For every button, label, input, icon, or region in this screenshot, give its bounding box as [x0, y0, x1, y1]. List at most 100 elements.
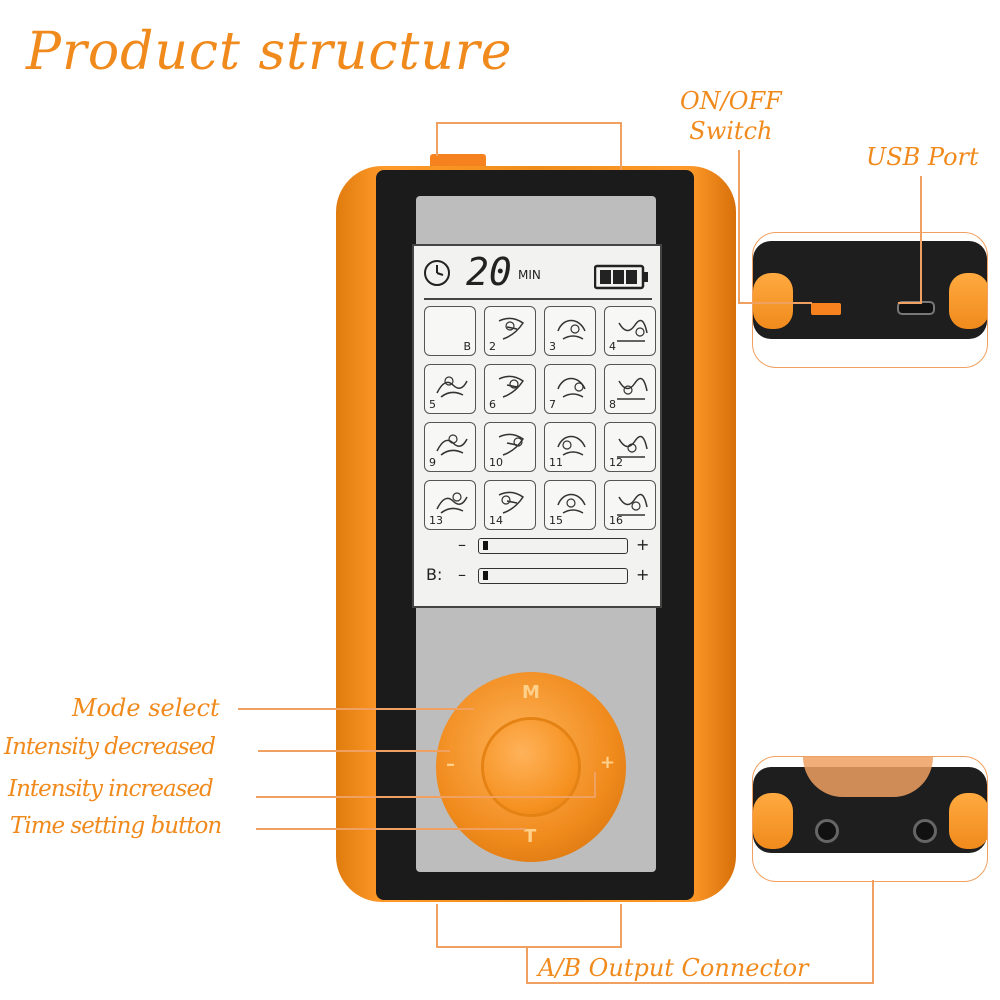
mode-cell-number: 2 — [489, 340, 496, 353]
inset-right-cap — [949, 273, 987, 329]
mode-cell: 5 — [424, 364, 476, 414]
mode-select-label: Mode select — [72, 694, 220, 722]
massage-mode-icon — [617, 493, 648, 516]
bar-b-plus: + — [636, 565, 650, 584]
massage-mode-icon — [436, 376, 468, 398]
mode-cell: 3 — [544, 306, 596, 356]
bar-a-fill — [483, 541, 488, 550]
output-callout-down — [526, 946, 528, 984]
center-button[interactable] — [484, 720, 578, 814]
mode-cell: 11 — [544, 422, 596, 472]
mode-cell: 12 — [604, 422, 656, 472]
usb-callout-h — [898, 302, 922, 304]
switch-callout-top — [436, 122, 622, 124]
inset-left-cap — [753, 273, 793, 329]
minus-key[interactable]: – — [446, 754, 455, 775]
increase-callout — [256, 796, 596, 798]
usb-inset — [752, 232, 988, 368]
lcd-divider — [424, 298, 652, 300]
output-callout-bottom — [526, 982, 874, 984]
mode-cell-number: B — [463, 340, 471, 353]
mode-cell: 13 — [424, 480, 476, 530]
massage-mode-icon — [498, 317, 525, 340]
usb-callout-v — [920, 176, 922, 304]
mode-cell-number: 13 — [429, 514, 443, 527]
bar-a-minus: – — [458, 535, 466, 554]
mode-cell-number: 6 — [489, 398, 496, 411]
output-callout-left — [436, 904, 438, 948]
usb-port-label: USB Port — [866, 143, 979, 171]
mode-cell: 15 — [544, 480, 596, 530]
massage-mode-icon — [617, 319, 648, 342]
massage-mode-icon — [617, 435, 648, 458]
massage-mode-icon — [436, 492, 468, 514]
mode-cell-number: 4 — [609, 340, 616, 353]
mode-cell: 14 — [484, 480, 536, 530]
mode-cell-number: 15 — [549, 514, 563, 527]
mode-cell: B — [424, 306, 476, 356]
output-callout-bridge — [436, 946, 622, 948]
mode-cell: 16 — [604, 480, 656, 530]
output-jack-a[interactable] — [815, 819, 839, 843]
on-off-label-line1: ON/OFF — [680, 87, 782, 115]
massage-mode-icon — [436, 434, 468, 456]
intensity-increased-label: Intensity increased — [8, 776, 214, 802]
onoff-callout-h — [738, 302, 812, 304]
output-jack-b[interactable] — [913, 819, 937, 843]
mode-cell: 4 — [604, 306, 656, 356]
massage-mode-icon — [617, 377, 648, 400]
inset-dial-edge — [803, 757, 933, 797]
onoff-callout-v — [738, 150, 740, 302]
switch-callout-right — [620, 122, 622, 170]
massage-mode-icon — [498, 375, 525, 398]
battery-icon — [594, 264, 648, 290]
output-connector-label: A/B Output Connector — [538, 954, 809, 982]
time-key[interactable]: T — [524, 826, 537, 847]
page-title: Product structure — [26, 22, 513, 82]
inset-left-cap-bottom — [753, 793, 793, 849]
switch-callout-left — [436, 122, 438, 156]
mode-cell-number: 12 — [609, 456, 623, 469]
timer-unit: MIN — [518, 268, 541, 282]
intensity-bar-b: B: – + — [424, 565, 654, 588]
on-off-switch[interactable] — [430, 154, 486, 168]
mode-cell: 2 — [484, 306, 536, 356]
time-callout — [256, 828, 526, 830]
mode-cell: 10 — [484, 422, 536, 472]
increase-callout-up — [594, 772, 596, 798]
inset-switch[interactable] — [811, 303, 841, 315]
decrease-callout — [258, 750, 450, 752]
massage-mode-icon — [557, 377, 586, 398]
mode-cell: 9 — [424, 422, 476, 472]
mode-cell-number: 9 — [429, 456, 436, 469]
control-dial[interactable]: M – + T — [436, 672, 626, 862]
mode-cell-number: 3 — [549, 340, 556, 353]
bar-a-plus: + — [636, 535, 650, 554]
massage-mode-icon — [557, 319, 586, 340]
mode-cell: 6 — [484, 364, 536, 414]
output-callout-right — [620, 904, 622, 948]
mode-cell-number: 11 — [549, 456, 563, 469]
time-setting-label: Time setting button — [10, 813, 222, 839]
mode-cell-number: 5 — [429, 398, 436, 411]
bar-b-fill — [483, 571, 488, 580]
massage-mode-icon — [498, 491, 525, 514]
massage-mode-icon — [557, 435, 586, 456]
intensity-decreased-label: Intensity decreased — [4, 734, 216, 760]
on-off-label: ON/OFF Switch — [680, 86, 782, 146]
output-inset — [752, 756, 988, 882]
mode-cell: 8 — [604, 364, 656, 414]
mode-key[interactable]: M — [522, 682, 540, 703]
bar-a-track — [478, 538, 628, 554]
plus-key[interactable]: + — [600, 752, 616, 773]
timer-display: 20 — [466, 250, 512, 294]
mode-cell-number: 8 — [609, 398, 616, 411]
bar-b-minus: – — [458, 565, 466, 584]
bar-b-track — [478, 568, 628, 584]
intensity-bar-a: – + — [424, 535, 654, 558]
mode-cell-number: 10 — [489, 456, 503, 469]
mode-callout — [238, 708, 474, 710]
mode-cell-number: 16 — [609, 514, 623, 527]
